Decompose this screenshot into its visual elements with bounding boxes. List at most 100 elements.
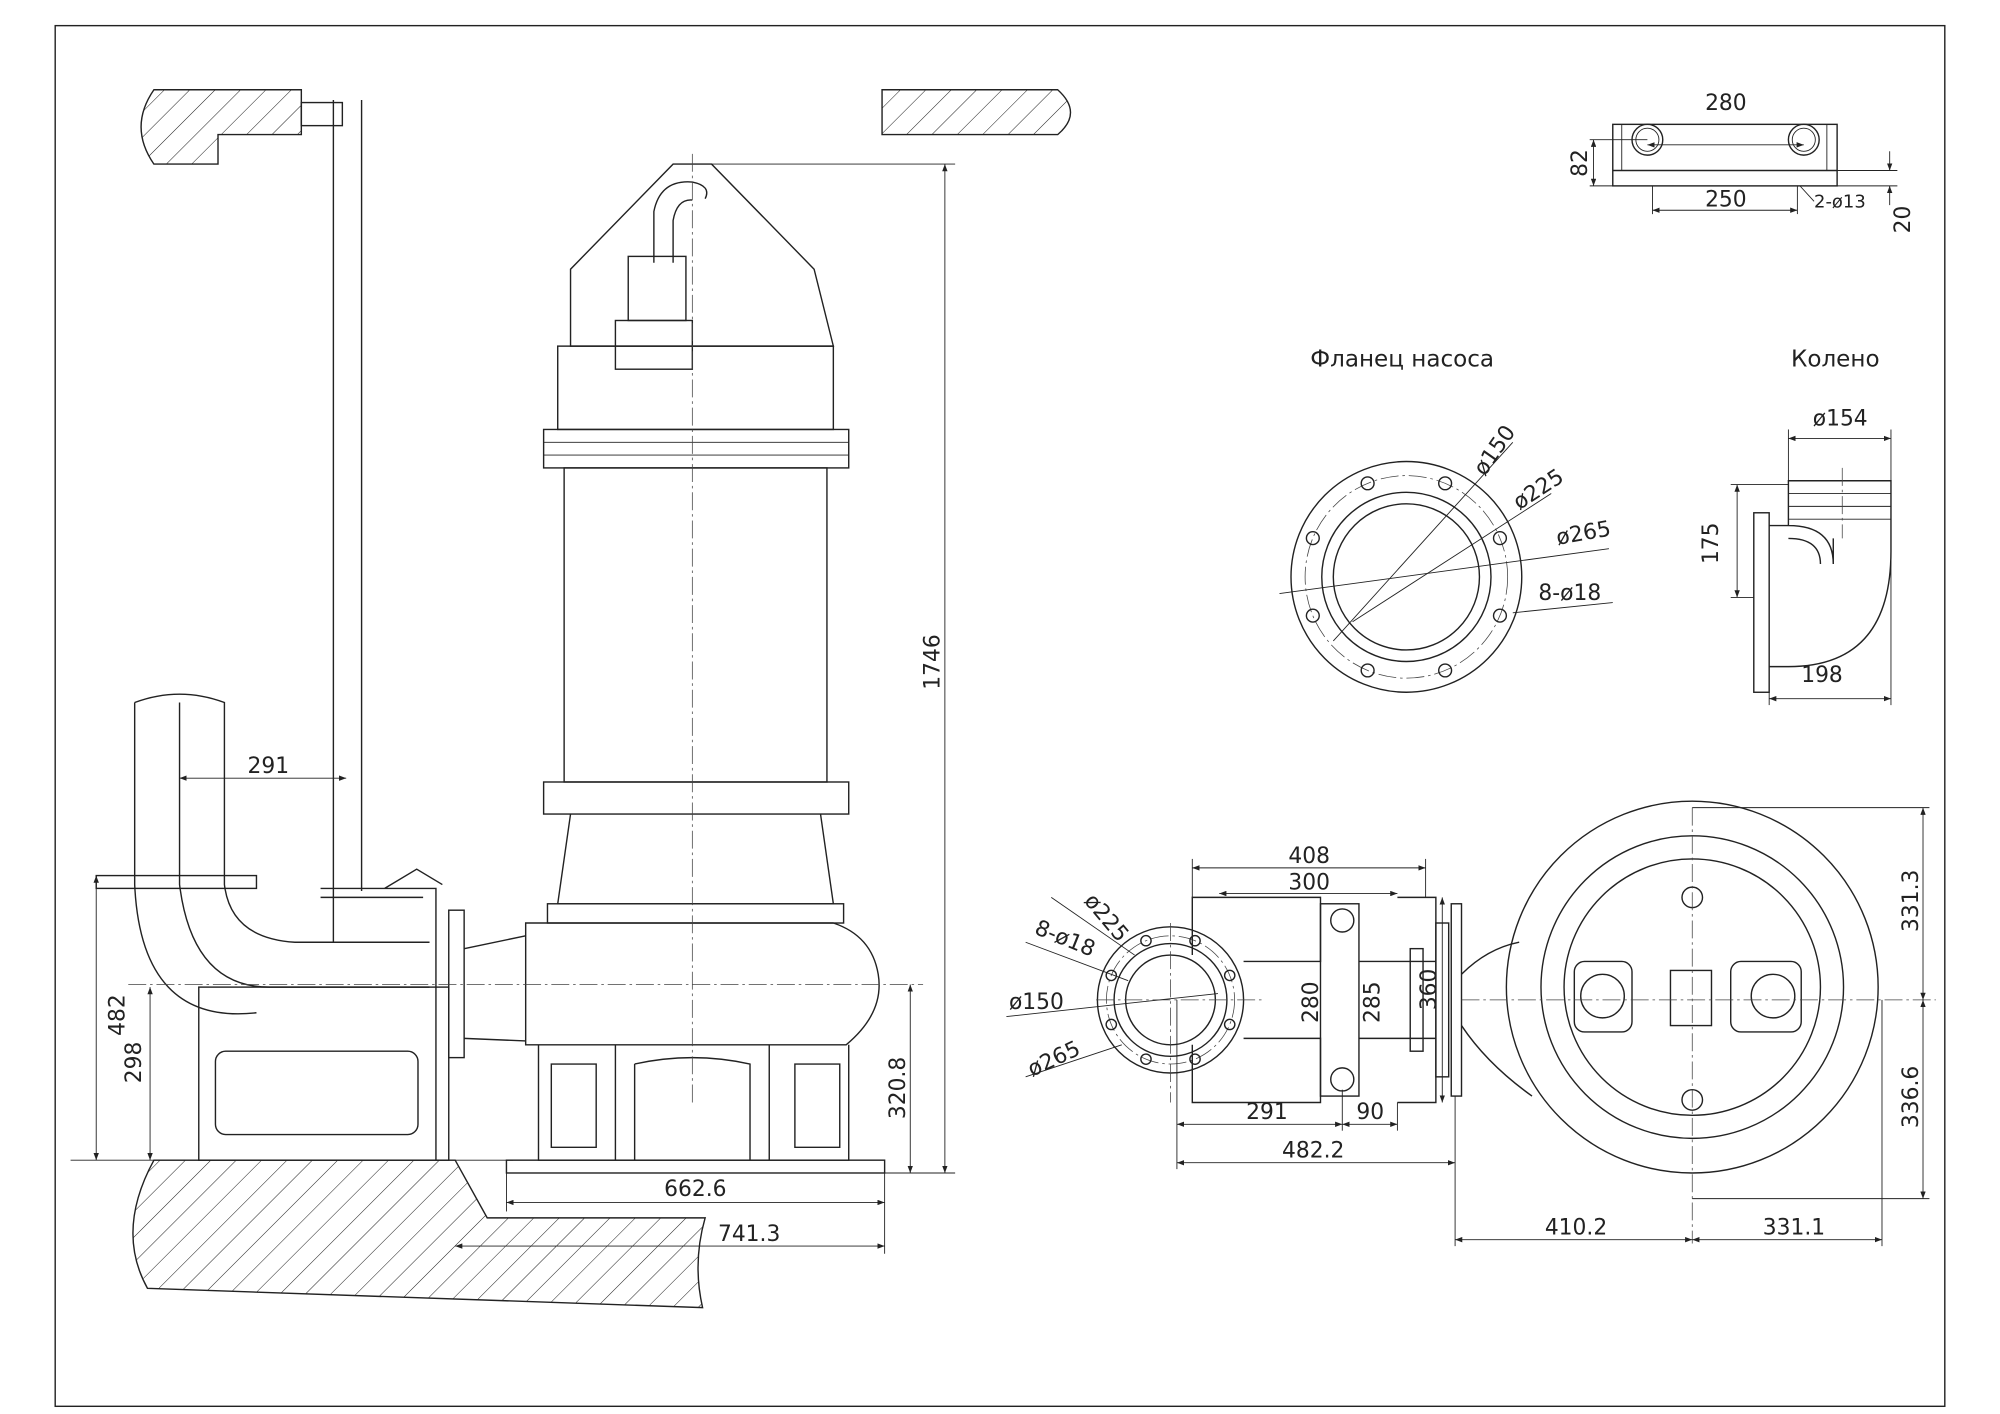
top-dim-300: 300 — [1288, 871, 1330, 896]
title-pump-flange: Фланец насоса — [1310, 347, 1494, 373]
dim-1746: 1746 — [921, 634, 946, 689]
side-view: 291 482 298 1746 320.8 662.6 741.3 — [70, 89, 1072, 1309]
bolt-hole — [1223, 1018, 1236, 1031]
bolt-hole — [1360, 476, 1375, 491]
bolt-hole — [1305, 531, 1320, 546]
lifting-lug-hole — [1580, 973, 1626, 1019]
leader-line — [1025, 1044, 1122, 1078]
pipe-flange — [95, 874, 258, 890]
flange-d265: ø265 — [1554, 517, 1612, 551]
bolt-hole — [1140, 934, 1152, 947]
volute-flange — [546, 903, 845, 924]
coupling-window — [214, 1050, 419, 1136]
motor-body — [563, 467, 828, 783]
bolt-hole — [1438, 476, 1453, 491]
bolt-hole — [1492, 531, 1508, 546]
coupling-flange — [1409, 947, 1424, 1052]
bracket-dim-280: 280 — [1705, 91, 1747, 116]
upper-flange — [542, 428, 850, 469]
top-d150: ø150 — [1009, 990, 1064, 1015]
elbow-d154: ø154 — [1813, 407, 1868, 432]
bracket-holes: 2-ø13 — [1814, 192, 1866, 213]
leader-line — [1799, 185, 1815, 202]
top-dim-410-2: 410.2 — [1545, 1216, 1607, 1241]
cable-box — [1669, 969, 1713, 1027]
cable-gland — [627, 255, 687, 322]
top-dim-285: 285 — [1360, 981, 1385, 1023]
motor-cap — [557, 345, 835, 431]
elbow-dim-198: 198 — [1801, 663, 1843, 688]
outlet-neck — [463, 935, 526, 1042]
dim-741-3: 741.3 — [718, 1222, 780, 1247]
top-dim-482-2: 482.2 — [1282, 1139, 1344, 1164]
flange-outer — [1290, 460, 1523, 693]
bolt-hole — [1105, 969, 1118, 982]
top-dim-336-6: 336.6 — [1899, 1066, 1924, 1128]
leader-line — [1025, 941, 1129, 982]
top-dim-331-1: 331.1 — [1763, 1216, 1825, 1241]
dim-662-6: 662.6 — [664, 1177, 726, 1202]
volute-neck — [1460, 941, 1533, 1097]
lifting-lug-hole — [1750, 973, 1796, 1019]
top-dim-331-3: 331.3 — [1899, 870, 1924, 932]
top-view: 408 300 280 285 360 291 90 482.2 ø225 8-… — [1006, 800, 1936, 1247]
flange-bore — [1332, 503, 1481, 651]
bracket-hole-inner — [1791, 127, 1816, 152]
guide-claw — [1319, 903, 1360, 1097]
lower-flange — [542, 781, 850, 815]
dim-291-side: 291 — [247, 754, 289, 779]
stand-base — [505, 1159, 886, 1174]
top-dim-360: 360 — [1417, 969, 1442, 1011]
bolt-hole — [1360, 663, 1375, 678]
bolt-hole — [1105, 1018, 1118, 1031]
discharge-pipe — [133, 693, 430, 1015]
elbow-dim-175: 175 — [1699, 522, 1724, 564]
flange-holes: 8-ø18 — [1538, 581, 1601, 606]
bolt-hole — [1140, 1053, 1152, 1065]
dim-320-8: 320.8 — [886, 1057, 911, 1119]
bolt-hole — [1189, 1053, 1201, 1065]
guide-rail-section — [1330, 1067, 1355, 1092]
leader-line — [1332, 441, 1514, 642]
bolt-holes — [1305, 476, 1508, 678]
guide-rail-section — [1330, 908, 1355, 933]
lifting-lug — [1573, 960, 1633, 1033]
elbow-view: ø154 175 198 — [1699, 407, 1892, 706]
pump-stand — [537, 1044, 850, 1161]
coupling-body — [320, 868, 443, 1161]
bolt-circle — [1304, 475, 1509, 679]
floor-foundation — [132, 1159, 707, 1309]
dim-298: 298 — [122, 1042, 147, 1084]
outlet-flange — [1450, 903, 1463, 1097]
bolt-holes — [1105, 934, 1236, 1065]
leader-line — [1051, 897, 1135, 956]
dim-482: 482 — [105, 994, 130, 1036]
bolt-hole — [1223, 969, 1236, 982]
leader-line — [1006, 993, 1218, 1018]
leader-line — [1512, 602, 1613, 614]
pump-flange-view: ø150 ø225 ø265 8-ø18 — [1279, 421, 1613, 693]
bracket-dim-82: 82 — [1568, 149, 1593, 177]
bracket-hole — [1787, 123, 1820, 156]
bolt-hole — [1438, 663, 1453, 678]
bolt-hole — [1305, 608, 1320, 623]
top-dim-280: 280 — [1299, 981, 1324, 1023]
flange-ring — [1321, 491, 1492, 663]
leader-line — [1352, 493, 1552, 623]
top-dim-90: 90 — [1356, 1100, 1384, 1125]
ceiling-left — [140, 89, 303, 165]
bracket-dim-250: 250 — [1705, 187, 1747, 212]
cable-gland-base — [614, 319, 694, 370]
bracket-body — [1612, 123, 1838, 187]
top-d265: ø265 — [1024, 1036, 1084, 1082]
lifting-lug — [1730, 960, 1802, 1033]
outlet-flange — [448, 909, 465, 1059]
bolt-hole — [1189, 934, 1201, 947]
top-dim-408: 408 — [1288, 844, 1330, 869]
ceiling-right — [881, 89, 1072, 136]
bracket-dim-20: 20 — [1891, 206, 1916, 234]
title-elbow: Колено — [1791, 347, 1880, 373]
cable-entry — [653, 181, 708, 263]
volute — [524, 922, 880, 1046]
